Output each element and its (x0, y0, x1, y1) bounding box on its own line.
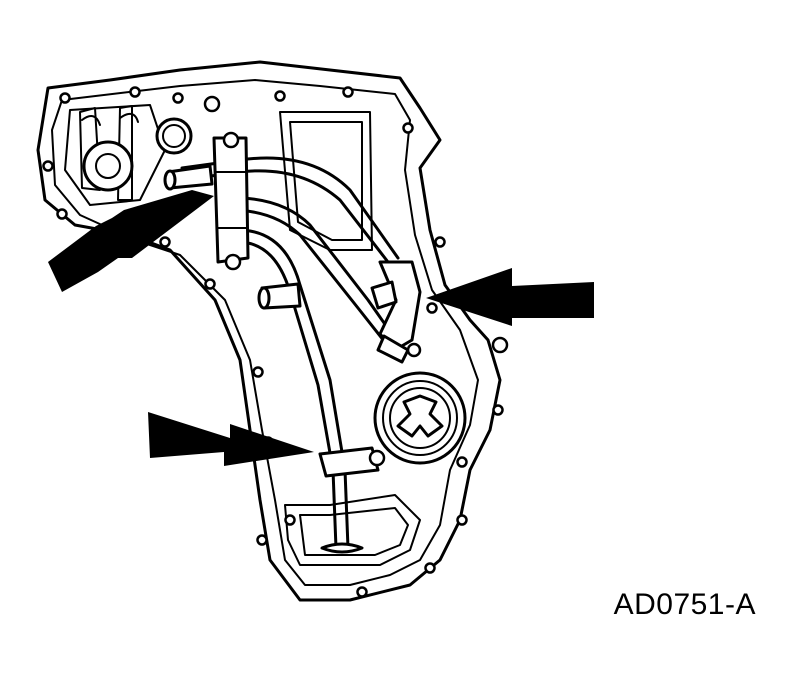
tube-clamp-lower (318, 446, 386, 554)
arrow-lower-clamp (148, 412, 314, 466)
tube-connector-right (370, 260, 422, 364)
arrow-connector-right (426, 268, 594, 326)
seal-ports (81, 112, 193, 192)
oil-cooler-tubes (163, 156, 400, 550)
bolt-holes (42, 86, 509, 598)
figure-code-label: AD0751-A (613, 588, 756, 621)
cover-housing (36, 60, 502, 602)
callout-arrows (48, 190, 594, 466)
arrow-upper-bracket (48, 190, 214, 292)
crankshaft-seal (373, 371, 467, 465)
tube-bracket-upper (212, 131, 250, 271)
